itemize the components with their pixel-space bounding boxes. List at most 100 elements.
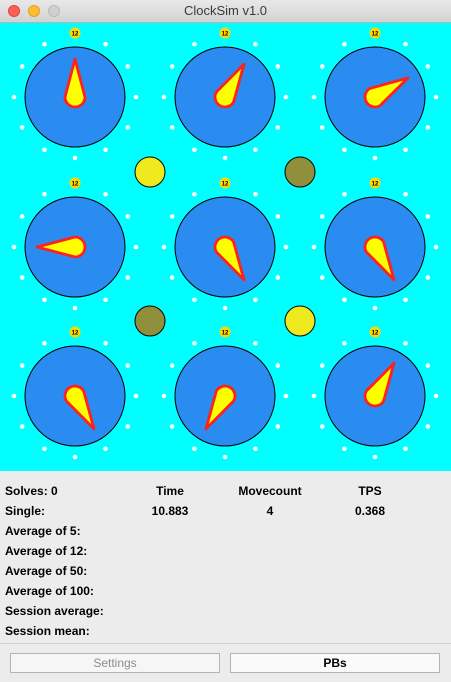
twelve-marker-label: 12: [372, 181, 379, 187]
hour-dot: [133, 94, 139, 100]
hour-dot: [72, 454, 78, 460]
minimize-window-button[interactable]: [28, 5, 40, 17]
hour-dot: [319, 424, 325, 429]
hour-dot: [433, 244, 439, 250]
hour-dot: [253, 41, 258, 47]
hour-dot: [125, 125, 131, 130]
hour-dot: [425, 214, 431, 219]
hour-dot: [319, 214, 325, 219]
hour-dot: [133, 244, 139, 250]
hour-dot: [19, 424, 25, 429]
hour-dot: [372, 155, 378, 161]
hour-dot: [11, 94, 17, 100]
hour-dot: [103, 41, 108, 47]
hour-dot: [372, 454, 378, 460]
twelve-marker-label: 12: [72, 31, 79, 37]
hour-dot: [253, 446, 258, 452]
session-mean-label: Session mean:: [5, 624, 90, 638]
hour-dot: [275, 214, 281, 219]
hour-dot: [169, 424, 175, 429]
hour-dot: [169, 275, 175, 280]
clock-hand-icon: [63, 57, 87, 109]
hour-dot: [72, 155, 78, 161]
hour-dot: [275, 125, 281, 130]
hour-dot: [125, 424, 131, 429]
hour-dot: [319, 64, 325, 69]
clock-hand-icon: [63, 384, 96, 431]
hour-dot: [342, 147, 347, 153]
average-of-12-label: Average of 12:: [5, 544, 88, 558]
single-movecount: 4: [266, 504, 274, 518]
hour-dot: [253, 297, 258, 303]
hour-dot: [222, 305, 228, 311]
close-window-button[interactable]: [8, 5, 20, 17]
hour-dot: [169, 64, 175, 69]
hour-dot: [425, 424, 431, 429]
twelve-marker-icon: [219, 177, 231, 189]
hour-dot: [161, 244, 167, 250]
hour-dot: [169, 214, 175, 219]
hour-dot: [342, 297, 347, 303]
movecount-header: Movecount: [238, 484, 302, 498]
window-title: ClockSim v1.0: [183, 3, 268, 18]
hour-dot: [192, 446, 197, 452]
solves-count: Solves: 0: [5, 484, 58, 498]
average-of-5-label: Average of 5:: [5, 524, 81, 538]
twelve-marker-label: 12: [72, 330, 79, 336]
hour-dot: [403, 191, 408, 197]
hour-dot: [253, 191, 258, 197]
twelve-marker-label: 12: [222, 31, 229, 37]
hour-dot: [253, 340, 258, 346]
zoom-window-button[interactable]: [48, 5, 60, 17]
hour-dot: [192, 41, 197, 47]
clock-hand-icon: [204, 384, 237, 431]
hour-dot: [311, 244, 317, 250]
hour-dot: [253, 147, 258, 153]
hour-dot: [192, 340, 197, 346]
hour-dot: [103, 191, 108, 197]
time-header: Time: [156, 484, 184, 498]
settings-button[interactable]: Settings: [10, 653, 220, 673]
average-of-100-label: Average of 100:: [5, 584, 94, 598]
hour-dot: [319, 363, 325, 368]
pin-button[interactable]: [134, 156, 166, 188]
pin-button[interactable]: [134, 305, 166, 337]
twelve-marker-icon: [69, 326, 81, 338]
single-tps: 0.368: [354, 504, 386, 518]
hour-dot: [283, 393, 289, 399]
pbs-button[interactable]: PBs: [230, 653, 440, 673]
hour-dot: [283, 244, 289, 250]
footer-bar: Settings PBs: [0, 643, 451, 682]
hour-dot: [403, 340, 408, 346]
hour-dot: [19, 363, 25, 368]
pin-button[interactable]: [284, 305, 316, 337]
hour-dot: [103, 446, 108, 452]
hour-dot: [103, 340, 108, 346]
hour-dot: [103, 297, 108, 303]
hour-dot: [275, 64, 281, 69]
hour-dot: [103, 147, 108, 153]
hour-dot: [403, 297, 408, 303]
hour-dot: [192, 191, 197, 197]
hour-dot: [42, 147, 47, 153]
hour-dot: [42, 41, 47, 47]
pin-button[interactable]: [284, 156, 316, 188]
hour-dot: [425, 275, 431, 280]
hour-dot: [275, 424, 281, 429]
tps-header: TPS: [358, 484, 382, 498]
hour-dot: [19, 64, 25, 69]
hour-dot: [275, 363, 281, 368]
clock-hand-icon: [363, 361, 396, 408]
hour-dot: [342, 446, 347, 452]
hour-dot: [161, 393, 167, 399]
twelve-marker-icon: [69, 177, 81, 189]
hour-dot: [403, 147, 408, 153]
hour-dot: [425, 125, 431, 130]
single-time: 10.883: [151, 504, 189, 518]
hour-dot: [342, 340, 347, 346]
twelve-marker-icon: [369, 27, 381, 39]
twelve-marker-label: 12: [372, 31, 379, 37]
